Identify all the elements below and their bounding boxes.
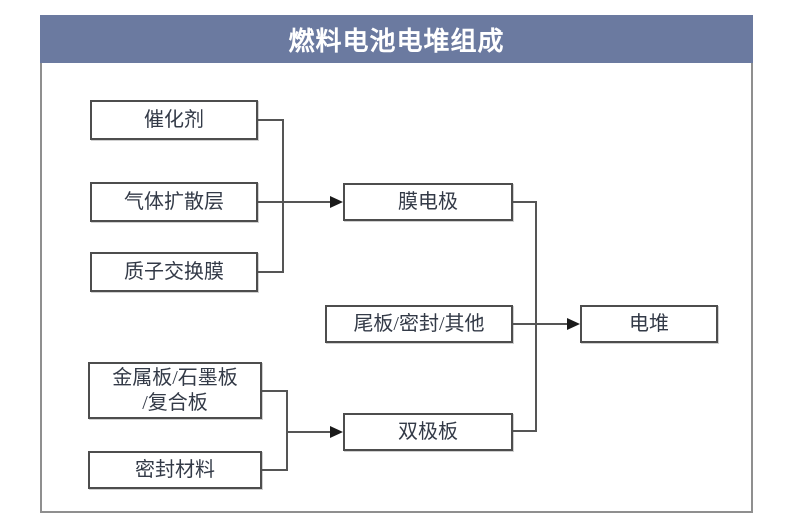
connector-metal-plate-out (262, 390, 288, 392)
node-stack: 电堆 (580, 305, 718, 343)
node-proton-exchange-membrane: 质子交换膜 (90, 252, 258, 292)
node-label: 气体扩散层 (124, 190, 224, 213)
node-label-line2: /复合板 (142, 391, 208, 414)
node-end-plate-seal-other: 尾板/密封/其他 (325, 305, 513, 343)
node-metal-graphite-composite-plate: 金属板/石墨板 /复合板 (88, 362, 262, 419)
node-catalyst: 催化剂 (90, 100, 258, 140)
node-membrane-electrode: 膜电极 (343, 183, 513, 221)
connector-bipolar-plate-out (513, 430, 537, 432)
title-bar: 燃料电池电堆组成 (40, 15, 753, 63)
connector-end-plate-to-stack (513, 323, 568, 325)
node-label: 催化剂 (144, 108, 204, 131)
node-label: 密封材料 (135, 458, 215, 481)
connector-sealing-material-out (262, 469, 288, 471)
arrowhead-to-membrane-electrode (330, 196, 343, 208)
node-label: 膜电极 (398, 190, 458, 213)
page-title: 燃料电池电堆组成 (288, 25, 505, 56)
node-sealing-material: 密封材料 (88, 451, 262, 489)
node-label: 双极板 (398, 420, 458, 443)
connector-gas-diffusion-out (258, 201, 332, 203)
connector-to-bipolar-plate (286, 431, 332, 433)
node-label: 电堆 (629, 312, 669, 335)
connector-upper-junction (282, 119, 284, 273)
node-gas-diffusion-layer: 气体扩散层 (90, 182, 258, 222)
node-label: 尾板/密封/其他 (353, 312, 485, 335)
connector-membrane-electrode-out (513, 201, 537, 203)
arrowhead-to-bipolar-plate (330, 426, 343, 438)
node-bipolar-plate: 双极板 (343, 413, 513, 451)
connector-lower-junction (286, 390, 288, 471)
node-label: 质子交换膜 (124, 260, 224, 283)
connector-catalyst-out (258, 119, 284, 121)
connector-proton-membrane-out (258, 271, 284, 273)
node-label-line1: 金属板/石墨板 (112, 366, 238, 389)
connector-right-junction (535, 201, 537, 432)
arrowhead-to-stack (567, 318, 580, 330)
